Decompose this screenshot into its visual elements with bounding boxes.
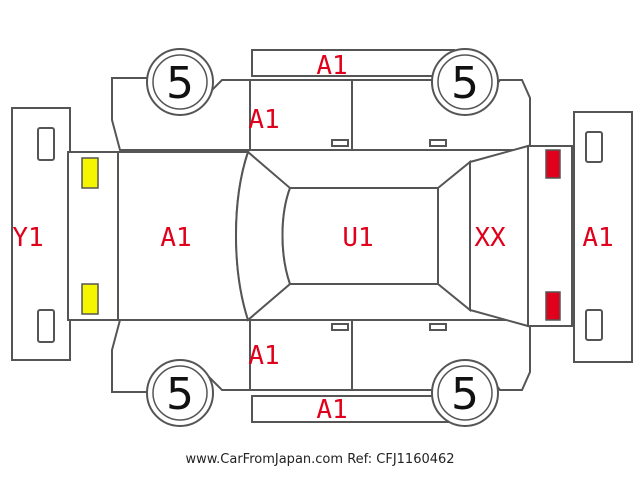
roof-strip-top <box>251 49 455 77</box>
footer-site: www.CarFromJapan.com <box>185 452 344 467</box>
label-roof-center: U1 <box>342 223 373 253</box>
label-roof-bottom: A1 <box>316 395 347 425</box>
footer: www.CarFromJapan.com Ref: CFJ1160462 <box>0 452 640 467</box>
label-hood: A1 <box>160 223 191 253</box>
rear-bumper-outline <box>573 111 633 363</box>
label-front-right-door: A1 <box>248 341 279 371</box>
top-front-door-handle <box>331 139 349 147</box>
front-headlight-panel <box>67 151 119 321</box>
label-tailgate: XX <box>474 223 506 253</box>
label-roof-top: A1 <box>316 51 347 81</box>
rear-light-panel <box>527 145 573 327</box>
label-front-left-door: A1 <box>248 105 279 135</box>
front-bumper-tab-top <box>37 127 55 161</box>
taillight-bottom <box>545 291 561 321</box>
tire-rear-top: 5 <box>431 48 499 116</box>
rear-window <box>437 159 471 313</box>
front-bumper-tab-bottom <box>37 309 55 343</box>
roof-panel <box>281 187 439 285</box>
footer-ref: Ref: CFJ1160462 <box>347 452 455 467</box>
tire-rear-top-number: 5 <box>451 58 479 109</box>
tire-front-top: 5 <box>146 48 214 116</box>
tire-rear-bottom: 5 <box>431 359 499 427</box>
headlight-bottom <box>81 283 99 315</box>
label-front-bumper: Y1 <box>12 223 43 253</box>
tire-rear-bottom-number: 5 <box>451 369 479 420</box>
headlight-top <box>81 157 99 189</box>
top-rear-door-handle <box>429 139 447 147</box>
label-rear-bumper: A1 <box>582 223 613 253</box>
rear-bumper-tab-bottom <box>585 309 603 341</box>
taillight-top <box>545 149 561 179</box>
front-bumper-outline <box>11 107 71 361</box>
roof-strip-bottom <box>251 395 455 423</box>
bottom-front-door-handle <box>331 323 349 331</box>
tire-front-top-number: 5 <box>166 58 194 109</box>
bottom-rear-door-handle <box>429 323 447 331</box>
rear-bumper-tab-top <box>585 131 603 163</box>
tire-front-bottom-number: 5 <box>166 369 194 420</box>
tire-front-bottom: 5 <box>146 359 214 427</box>
